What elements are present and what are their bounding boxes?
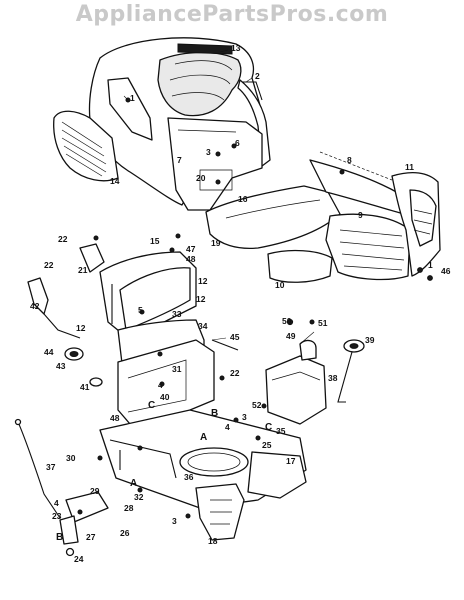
fuel-cap[interactable]: [337, 339, 365, 403]
callout: 50: [282, 316, 292, 326]
rod[interactable]: [211, 339, 239, 351]
callout: 3: [172, 516, 177, 526]
fuel-tank[interactable]: [265, 339, 327, 425]
main-frame[interactable]: [99, 409, 307, 541]
watermark: AppliancePartsPros.com: [75, 2, 389, 27]
callout: 21: [78, 265, 88, 275]
callout: 7: [177, 155, 182, 165]
front-grille[interactable]: [53, 110, 119, 182]
callout: 49: [286, 331, 296, 341]
callout: 35: [276, 426, 286, 436]
light-socket[interactable]: [89, 377, 103, 387]
callout: 11: [405, 162, 414, 172]
callout: 17: [286, 456, 296, 466]
callout: 32: [134, 492, 144, 502]
throttle-control[interactable]: [27, 243, 105, 339]
callout: 1: [428, 260, 433, 270]
callout: 34: [198, 321, 208, 331]
callout: 14: [110, 176, 120, 186]
callout: 22: [58, 234, 68, 244]
callout: 44: [44, 347, 54, 357]
callout: 9: [358, 210, 363, 220]
callout: 42: [30, 301, 40, 311]
reference-letter: C: [265, 422, 272, 433]
callout: 22: [230, 368, 240, 378]
callout: 28: [124, 503, 134, 513]
callout: 26: [120, 528, 130, 538]
callout: 51: [318, 318, 328, 328]
callout: 37: [46, 462, 56, 472]
callout: 46: [441, 266, 451, 276]
callout: 10: [275, 280, 285, 290]
lower-dash-panel[interactable]: [205, 185, 341, 250]
callout: 40: [160, 392, 170, 402]
callout: 41: [80, 382, 90, 392]
callout: 36: [184, 472, 194, 482]
linkage-plate[interactable]: [59, 491, 109, 557]
callout: 43: [56, 361, 66, 371]
nose-cone[interactable]: [391, 171, 441, 277]
callout: 1: [130, 93, 135, 103]
reference-letter: B: [56, 532, 63, 543]
callout: 38: [328, 373, 338, 383]
callout: 4: [158, 380, 163, 390]
callout: 3: [206, 147, 211, 157]
callout: 30: [66, 453, 76, 463]
callout: 52: [252, 400, 262, 410]
key-switch[interactable]: [64, 347, 84, 361]
callout: 45: [230, 332, 240, 342]
callout: 47: [186, 244, 196, 254]
fasteners: [77, 97, 433, 519]
callout: 8: [347, 155, 352, 165]
dash-panel[interactable]: [167, 117, 263, 211]
reference-letter: A: [200, 432, 207, 443]
callout: 31: [172, 364, 182, 374]
callout: 12: [198, 276, 208, 286]
callout: 3: [242, 412, 247, 422]
callout: 39: [365, 335, 375, 345]
callout: 20: [196, 173, 206, 183]
callout: 19: [211, 238, 221, 248]
leader-lines: [123, 49, 342, 345]
callout: 48: [110, 413, 120, 423]
side-lens[interactable]: [267, 249, 333, 283]
headlight-panel[interactable]: [99, 251, 197, 341]
callout: 4: [225, 422, 230, 432]
callout: 22: [44, 260, 54, 270]
callout: 4: [54, 498, 59, 508]
callout: 25: [262, 440, 272, 450]
callout: 6: [235, 138, 240, 148]
reference-letter: C: [148, 400, 155, 411]
callout-labels: 13 2 1 14 6 7 3 20 16 8 11 9 19 10 1 46 …: [30, 43, 451, 564]
callout: 16: [238, 194, 248, 204]
callout: 2: [255, 71, 260, 81]
callout: 27: [86, 532, 96, 542]
callout: 5: [138, 305, 143, 315]
callout: 12: [76, 323, 86, 333]
reference-letter: B: [211, 408, 218, 419]
reference-letter: A: [130, 478, 137, 489]
callout: 12: [196, 294, 206, 304]
callout: 48: [186, 254, 196, 264]
callout: 13: [231, 43, 241, 53]
callout: 29: [90, 486, 100, 496]
callout: 24: [74, 554, 84, 564]
callout: 15: [150, 236, 160, 246]
shift-rod[interactable]: [14, 418, 61, 519]
callout: 18: [208, 536, 218, 546]
callout: 33: [172, 309, 182, 319]
grille-insert[interactable]: [325, 213, 411, 281]
callout: 23: [52, 511, 62, 521]
